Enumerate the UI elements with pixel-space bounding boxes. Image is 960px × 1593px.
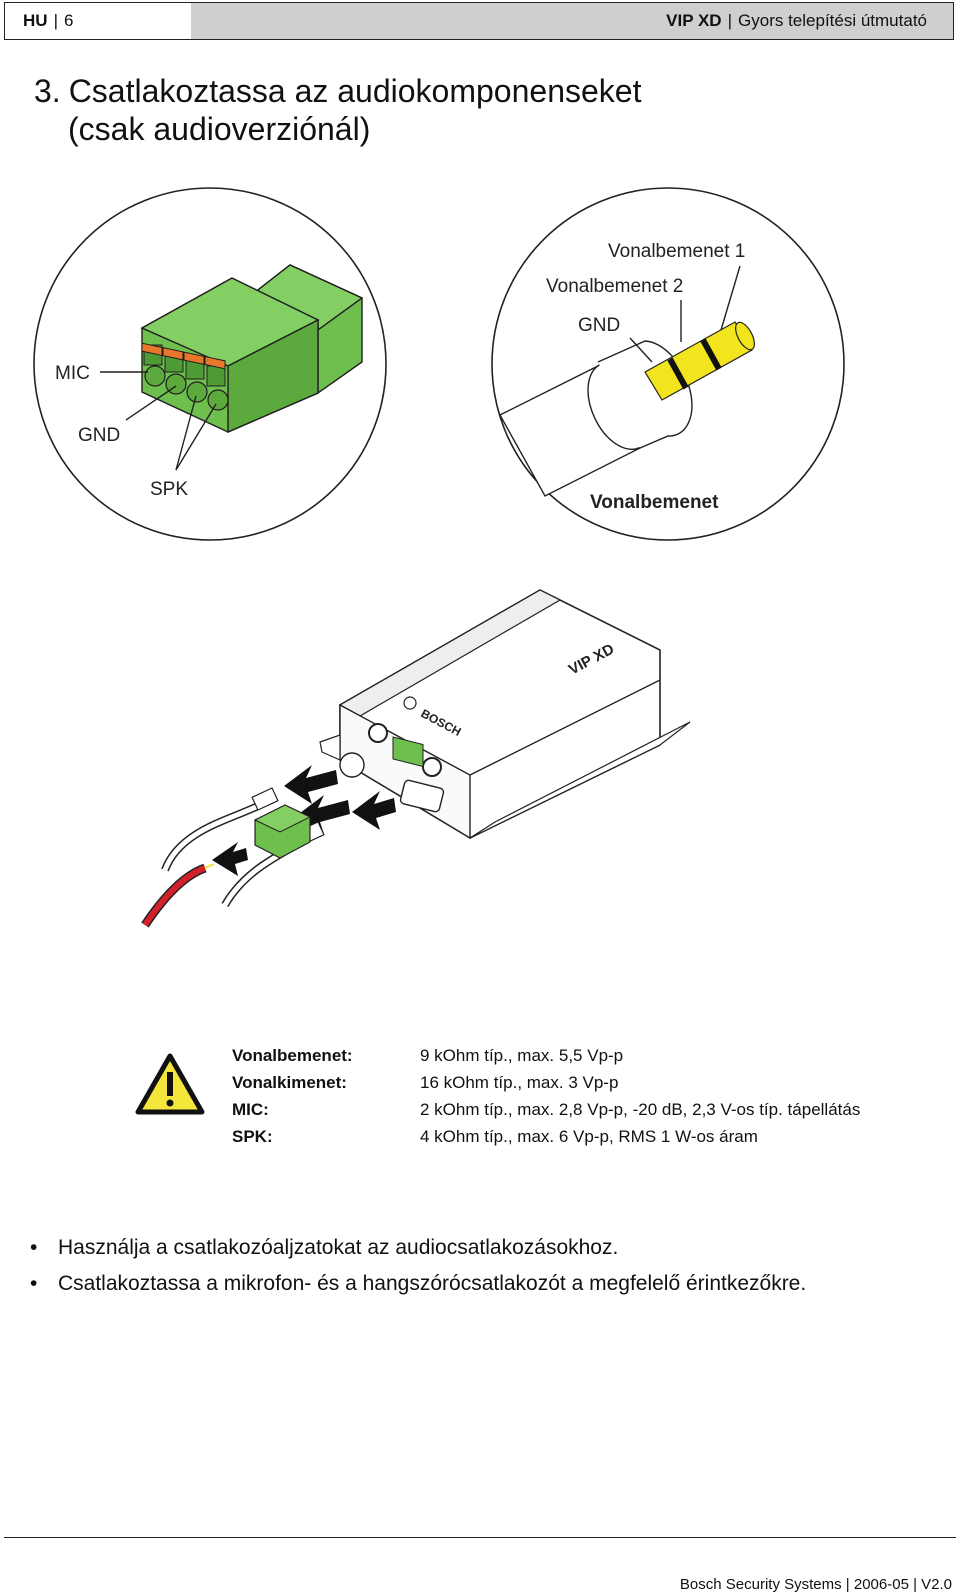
language-code: HU (23, 11, 48, 30)
bullet-glyph: • (30, 1236, 38, 1259)
spec-row: SPK: 4 kOhm típ., max. 6 Vp-p, RMS 1 W-o… (232, 1123, 860, 1150)
spec-value: 16 kOhm típ., max. 3 Vp-p (420, 1073, 619, 1092)
section-title: 3.Csatlakoztassa az audiokomponenseket (… (34, 72, 641, 148)
section-number: 3. (34, 73, 61, 109)
list-item-text: Csatlakoztassa a mikrofon- és a hangszór… (58, 1272, 807, 1295)
spec-table: Vonalbemenet: 9 kOhm típ., max. 5,5 Vp-p… (232, 1042, 860, 1150)
header-left: HU | 6 (5, 3, 191, 39)
jack-gnd-label: GND (578, 315, 620, 336)
spec-value: 2 kOhm típ., max. 2,8 Vp-p, -20 dB, 2,3 … (420, 1100, 861, 1119)
line-in-2-label: Vonalbemenet 2 (546, 276, 683, 297)
warning-icon (135, 1053, 205, 1115)
line-in-caption: Vonalbemenet (590, 492, 719, 513)
list-item-text: Használja a csatlakozóaljzatokat az audi… (58, 1236, 619, 1259)
list-item: • Csatlakoztassa a mikrofon- és a hangsz… (30, 1266, 806, 1302)
gnd-label: GND (78, 425, 120, 446)
page-footer: Bosch Security Systems | 2006-05 | V2.0 (679, 1576, 952, 1593)
product-name: VIP XD (666, 11, 722, 30)
audio-jack-illustration (499, 321, 755, 497)
spec-value: 4 kOhm típ., max. 6 Vp-p, RMS 1 W-os ára… (420, 1127, 758, 1146)
spec-row: MIC: 2 kOhm típ., max. 2,8 Vp-p, -20 dB,… (232, 1096, 860, 1123)
spec-value: 9 kOhm típ., max. 5,5 Vp-p (420, 1046, 624, 1065)
section-title-line2: (csak audioverziónál) (68, 111, 371, 147)
mic-label: MIC (55, 363, 90, 384)
spk-label: SPK (150, 479, 188, 500)
section-title-line1: Csatlakoztassa az audiokomponenseket (68, 73, 642, 109)
terminal-block-illustration (140, 264, 364, 434)
bullet-glyph: • (30, 1272, 38, 1295)
header-separator-2: | (727, 11, 733, 30)
spec-row: Vonalbemenet: 9 kOhm típ., max. 5,5 Vp-p (232, 1042, 860, 1069)
audio-connection-figure: MIC GND SPK Vonalbemenet 1 Vonalbemenet … (33, 187, 845, 928)
footer-divider (4, 1537, 956, 1538)
page-number: 6 (63, 11, 74, 30)
spec-key: Vonalkimenet: (232, 1073, 347, 1092)
header-right: VIP XD | Gyors telepítési útmutató (191, 3, 953, 39)
spec-key: MIC: (232, 1100, 269, 1119)
list-item: • Használja a csatlakozóaljzatokat az au… (30, 1230, 806, 1266)
document-title: Gyors telepítési útmutató (738, 11, 927, 30)
spec-row: Vonalkimenet: 16 kOhm típ., max. 3 Vp-p (232, 1069, 860, 1096)
instruction-list: • Használja a csatlakozóaljzatokat az au… (30, 1230, 806, 1302)
spec-key: Vonalbemenet: (232, 1046, 353, 1065)
line-in-1-label: Vonalbemenet 1 (608, 241, 745, 262)
page-header: HU | 6 VIP XD | Gyors telepítési útmutat… (4, 2, 954, 40)
header-separator: | (53, 11, 58, 30)
spec-key: SPK: (232, 1127, 273, 1146)
vip-xd-device-illustration: VIP XD BOSCH (141, 589, 691, 928)
